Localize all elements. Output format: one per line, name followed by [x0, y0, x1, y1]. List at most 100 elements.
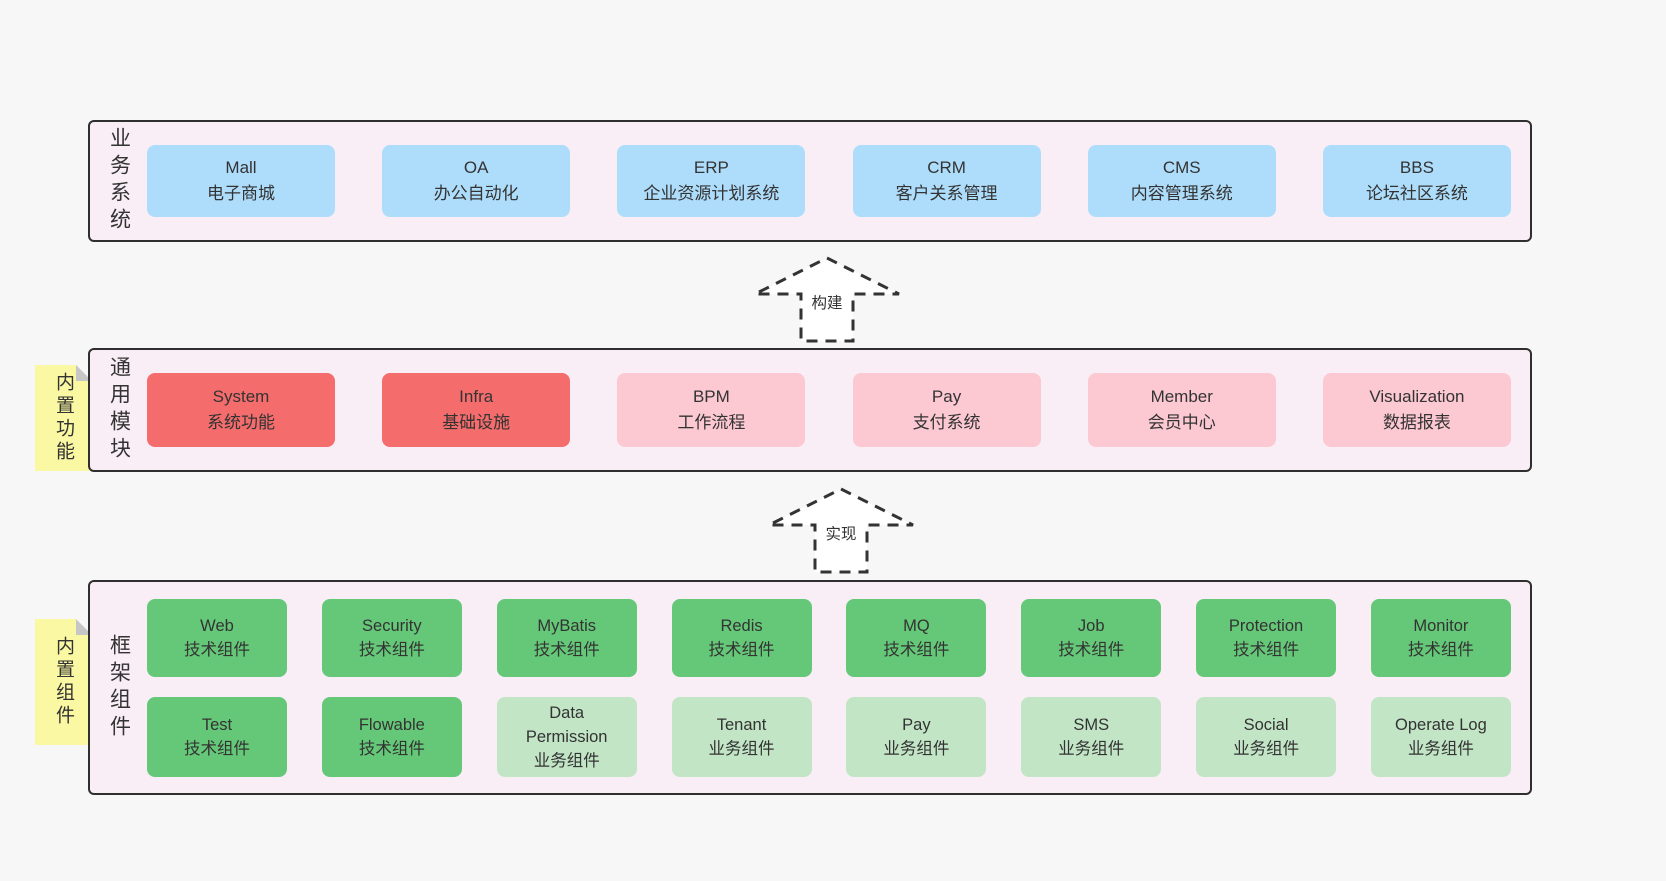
module-title: Web	[200, 616, 234, 635]
module-title: Pay	[931, 387, 962, 406]
module-box-bpm: BPM 工作流程	[617, 373, 806, 447]
module-subtitle: 技术组件	[533, 640, 600, 659]
module-title: Redis	[720, 616, 763, 635]
module-title: System	[212, 387, 270, 406]
module-subtitle: 技术组件	[1407, 640, 1474, 659]
module-box-member: Member 会员中心	[1087, 373, 1276, 447]
module-subtitle: 会员中心	[1147, 413, 1216, 432]
module-subtitle: 内容管理系统	[1130, 184, 1233, 203]
module-box-mq: MQ 技术组件	[846, 598, 987, 677]
module-box-protection: Protection 技术组件	[1196, 598, 1337, 677]
module-subtitle: 技术组件	[358, 739, 425, 758]
module-title: Monitor	[1413, 616, 1469, 635]
module-box-redis: Redis 技术组件	[671, 598, 812, 677]
module-box-mybatis: MyBatis 技术组件	[496, 598, 637, 677]
module-subtitle: 系统功能	[207, 413, 275, 432]
layer-title-text: 通用模块	[107, 356, 131, 464]
module-subtitle: 业务组件	[1407, 739, 1474, 758]
module-title: MQ	[903, 616, 930, 635]
module-subtitle: 论坛社区系统	[1365, 184, 1468, 203]
module-title: Job	[1077, 616, 1105, 635]
module-title: Protection	[1228, 616, 1304, 635]
module-subtitle: 企业资源计划系统	[643, 184, 780, 203]
module-subtitle: 技术组件	[184, 739, 250, 758]
module-subtitle: 办公自动化	[433, 184, 519, 203]
layer-common-modules: 通用模块 System 系统功能 Infra 基础设施 BPM 工作流程 Pay 支付系统 Me…	[88, 348, 1532, 472]
module-box-job: Job 技术组件	[1021, 598, 1162, 677]
module-subtitle: 业务组件	[1233, 739, 1300, 758]
module-title: Infra	[459, 387, 494, 406]
module-subtitle: 技术组件	[883, 640, 950, 659]
layer-title: 通用模块	[90, 350, 147, 470]
module-box-bbs: BBS 论坛社区系统	[1322, 145, 1511, 217]
sticky-note-label: 内置功能	[53, 372, 74, 464]
sticky-note-label: 内置组件	[53, 636, 74, 728]
module-title: Test	[201, 715, 233, 734]
module-title: Mall	[225, 158, 257, 177]
module-subtitle: 基础设施	[442, 413, 511, 432]
module-box-web: Web 技术组件	[147, 598, 287, 677]
module-subtitle: 技术组件	[1058, 640, 1125, 659]
module-box-security: Security 技术组件	[321, 598, 462, 677]
module-title: Social	[1243, 715, 1289, 734]
module-box-data-permission: Data Permission 业务组件	[496, 696, 637, 777]
module-box-infra: Infra 基础设施	[382, 373, 571, 447]
module-title: Operate Log	[1395, 715, 1487, 734]
module-box-cms: CMS 内容管理系统	[1087, 145, 1276, 217]
layer-title: 框架组件	[90, 582, 147, 793]
module-subtitle: 技术组件	[1233, 640, 1300, 659]
module-subtitle: 业务组件	[708, 739, 775, 758]
module-title: BBS	[1399, 158, 1434, 177]
module-subtitle: 业务组件	[1058, 739, 1125, 758]
layer-title: 业务系统	[90, 122, 147, 240]
module-subtitle: 电子商城	[207, 184, 275, 203]
module-title: Member	[1150, 387, 1213, 406]
module-subtitle: 业务组件	[883, 739, 950, 758]
module-title: Tenant	[716, 715, 767, 734]
module-title: MyBatis	[537, 616, 597, 635]
module-subtitle: 工作流程	[677, 413, 746, 432]
module-box-test: Test 技术组件	[147, 696, 287, 777]
module-subtitle: 客户关系管理	[895, 184, 998, 203]
module-subtitle: 技术组件	[708, 640, 775, 659]
module-subtitle: 支付系统	[912, 413, 981, 432]
arrow-build: 构建	[752, 255, 902, 345]
module-subtitle: 业务组件	[533, 751, 600, 770]
module-title: Security	[362, 616, 422, 635]
layer-title-text: 业务系统	[107, 127, 131, 235]
module-title: BPM	[692, 387, 730, 406]
module-title: CMS	[1162, 158, 1201, 177]
module-box-pay: Pay 支付系统	[852, 373, 1041, 447]
module-box-tenant: Tenant 业务组件	[671, 696, 812, 777]
module-title: Data Permission	[525, 703, 608, 746]
module-subtitle: 技术组件	[358, 640, 425, 659]
module-box-flowable: Flowable 技术组件	[321, 696, 462, 777]
layer-content: System 系统功能 Infra 基础设施 BPM 工作流程 Pay 支付系统 Member 会…	[147, 350, 1530, 470]
module-title: Flowable	[358, 715, 425, 734]
module-subtitle: 数据报表	[1382, 413, 1451, 432]
module-box-monitor: Monitor 技术组件	[1370, 598, 1511, 677]
arrow-implement: 实现	[766, 486, 916, 576]
module-subtitle: 技术组件	[184, 640, 250, 659]
module-title: CRM	[927, 158, 966, 177]
module-box-pay: Pay 业务组件	[846, 696, 987, 777]
module-box-system: System 系统功能	[147, 373, 335, 447]
module-title: Pay	[902, 715, 931, 734]
sticky-note-built-in-features: 内置功能	[35, 365, 92, 471]
module-row: System 系统功能 Infra 基础设施 BPM 工作流程 Pay 支付系统 Member 会…	[147, 373, 1511, 447]
module-box-crm: CRM 客户关系管理	[852, 145, 1041, 217]
arrow-build-label: 构建	[808, 291, 846, 313]
module-box-social: Social 业务组件	[1196, 696, 1337, 777]
sticky-note-built-in-components: 内置组件	[35, 619, 92, 745]
